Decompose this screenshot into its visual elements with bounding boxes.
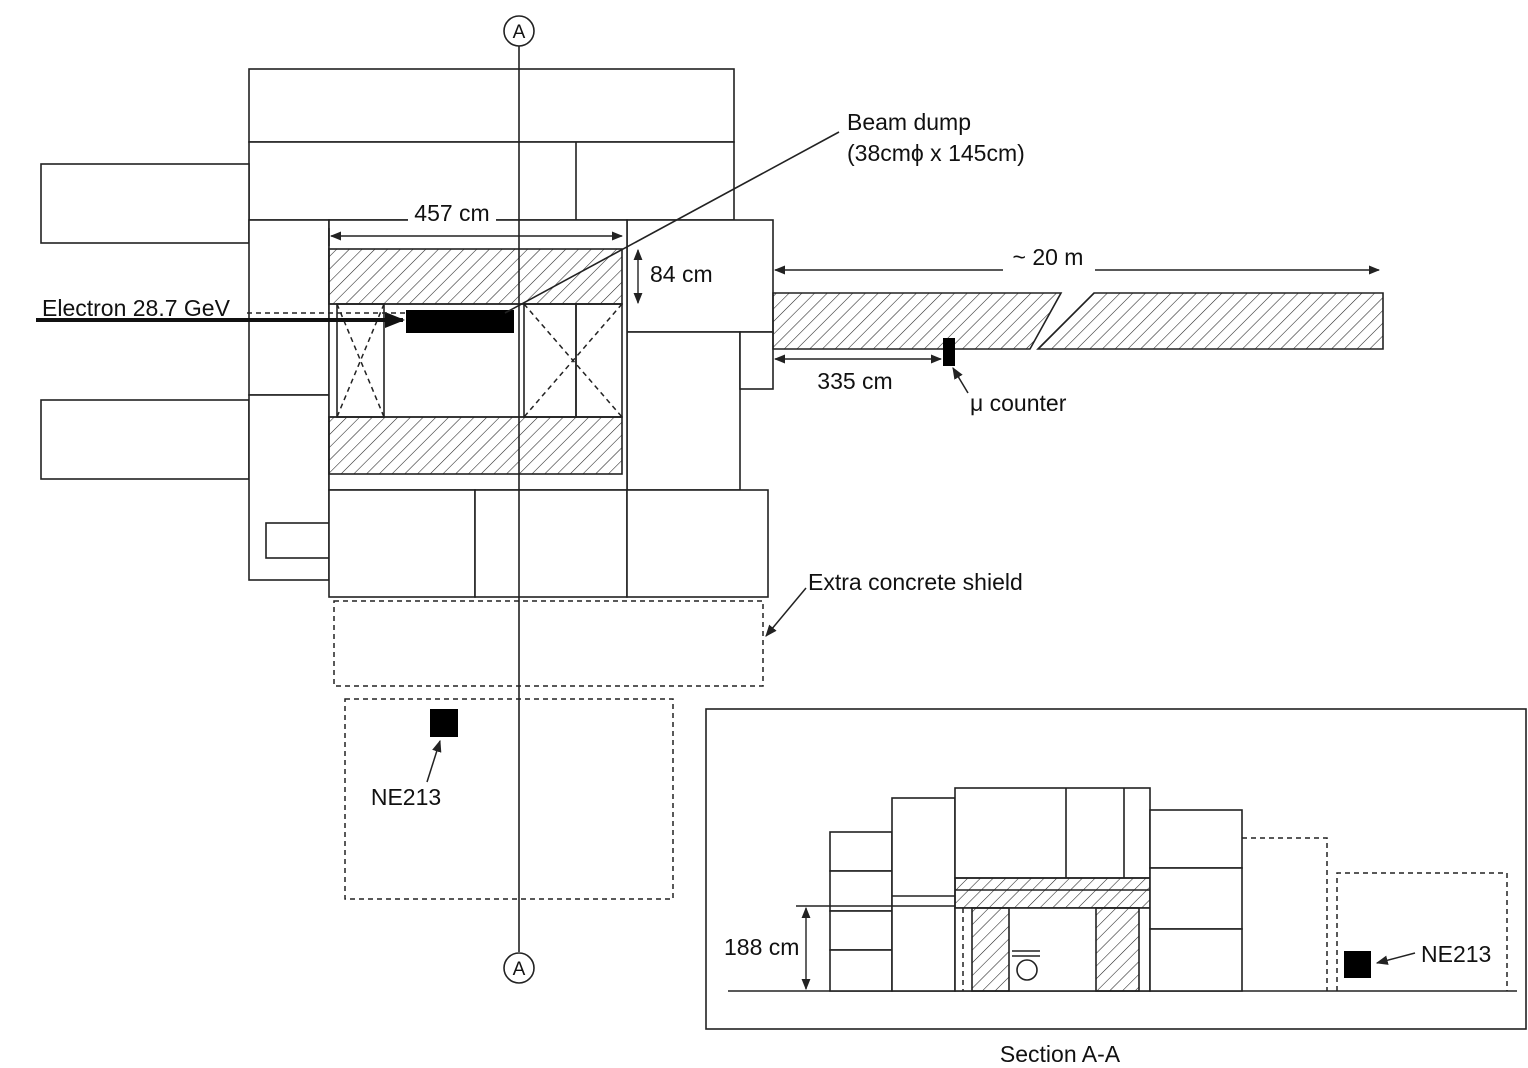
beam-dump-label: Beam dump bbox=[847, 109, 971, 135]
height-188-label: 188 cm bbox=[724, 934, 799, 960]
section-left-wall bbox=[971, 907, 1010, 992]
lower-hatched-shield bbox=[328, 416, 623, 475]
right-step-block bbox=[739, 331, 774, 390]
section-detector-region bbox=[1336, 872, 1508, 991]
section-marker-bottom bbox=[503, 952, 535, 984]
distance-20m-label: ~ 20 m bbox=[1013, 244, 1084, 270]
left-magnet bbox=[336, 303, 385, 418]
right-magnet bbox=[523, 303, 623, 418]
height-84-label: 84 cm bbox=[650, 261, 713, 287]
ne213-main-label: NE213 bbox=[371, 784, 441, 810]
mu-counter bbox=[943, 338, 955, 366]
section-title: Section A-A bbox=[1000, 1041, 1121, 1067]
electron-label: Electron 28.7 GeV bbox=[42, 295, 231, 321]
left-side-block-upper bbox=[40, 163, 250, 244]
left-side-block-lower bbox=[40, 399, 250, 480]
section-view: 188 cm NE213 bbox=[705, 708, 1527, 1030]
section-marker-top-label: A bbox=[513, 22, 526, 43]
beam-dump-leader bbox=[504, 131, 840, 314]
left-column-notch bbox=[265, 522, 330, 559]
section-extra-shield bbox=[1242, 837, 1328, 991]
downstream-shield-near bbox=[772, 292, 1063, 350]
section-marker-bottom-label: A bbox=[513, 959, 526, 980]
extra-shield-label: Extra concrete shield bbox=[808, 569, 1023, 595]
section-ne213-detector bbox=[1344, 951, 1371, 978]
beam-dump bbox=[406, 310, 514, 333]
plan-view: A A Beam dump (38cmϕ x 145cm) 457 cm 84 … bbox=[36, 15, 1384, 984]
width-457-label: 457 cm bbox=[414, 200, 489, 226]
bottom-block-left bbox=[328, 489, 476, 598]
distance-335-label: 335 cm bbox=[817, 368, 892, 394]
left-column-upper bbox=[248, 219, 330, 396]
right-upper-block bbox=[626, 219, 774, 333]
top-shield-block bbox=[248, 68, 735, 143]
downstream-shield-far bbox=[1036, 292, 1384, 350]
bottom-block-right bbox=[626, 489, 769, 598]
bottom-block-middle bbox=[474, 489, 628, 598]
section-hatched-band bbox=[954, 877, 1151, 909]
right-lower-block bbox=[626, 331, 741, 491]
section-marker-top bbox=[503, 15, 535, 47]
extra-shield-leader bbox=[765, 587, 807, 637]
beam-dump-size-label: (38cmϕ x 145cm) bbox=[847, 140, 1025, 166]
section-right-wall bbox=[1095, 907, 1140, 992]
ne213-detector bbox=[430, 709, 458, 737]
upper-hatched-shield bbox=[328, 248, 623, 305]
mu-counter-label: μ counter bbox=[970, 390, 1067, 416]
mu-counter-leader bbox=[952, 366, 969, 394]
section-ne213-label: NE213 bbox=[1421, 941, 1491, 967]
ne213-region bbox=[344, 698, 674, 900]
extra-concrete-shield bbox=[333, 600, 764, 687]
section-beam-dump bbox=[1016, 959, 1038, 981]
